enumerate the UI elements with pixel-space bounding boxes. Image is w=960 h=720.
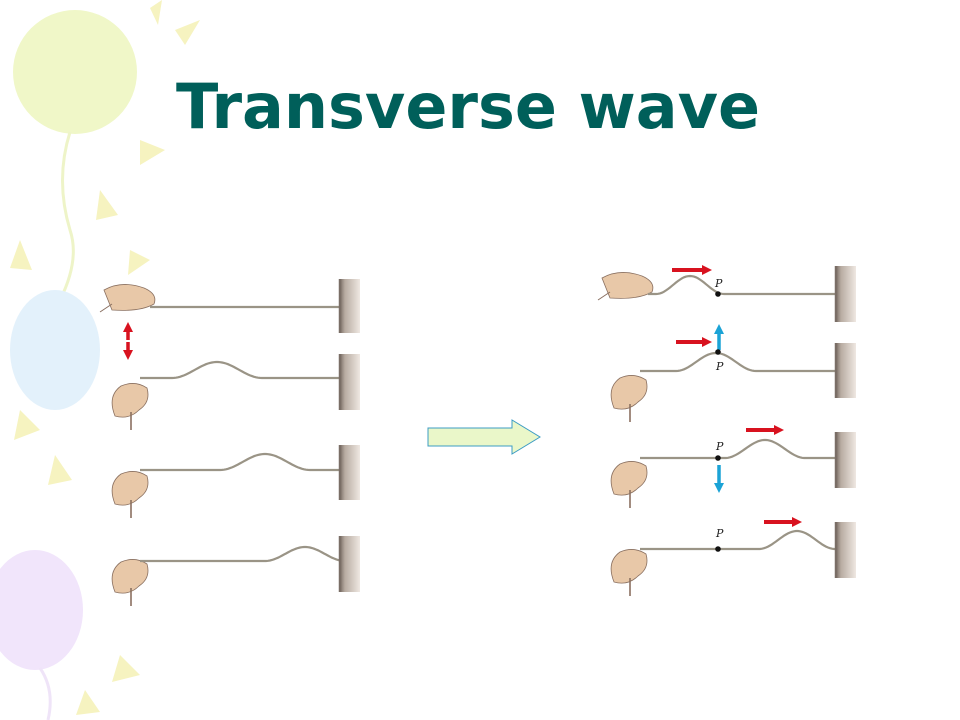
left-panel-wave-sequence xyxy=(99,279,360,606)
hand-icon xyxy=(610,375,648,422)
rope xyxy=(140,360,340,380)
hand-icon xyxy=(111,559,149,606)
slide-title: Transverse wave xyxy=(176,70,761,143)
hand-icon xyxy=(99,284,156,313)
red-motion-arrow-down xyxy=(123,342,133,360)
hand-icon xyxy=(111,471,149,518)
hand-icon xyxy=(597,272,654,301)
point-p-marker xyxy=(715,455,721,461)
red-propagation-arrow xyxy=(764,517,802,527)
process-arrow-icon xyxy=(427,419,541,455)
rope xyxy=(640,529,836,551)
wall-icon xyxy=(834,343,856,398)
wall-icon xyxy=(834,432,856,488)
rope xyxy=(640,351,836,373)
point-p-marker xyxy=(715,349,721,355)
point-p-marker xyxy=(715,546,721,552)
point-p-label: P xyxy=(714,277,723,290)
point-p-label: P xyxy=(715,440,724,453)
point-p-marker xyxy=(715,291,721,297)
red-propagation-arrow xyxy=(676,337,712,347)
rope xyxy=(140,452,340,472)
blue-motion-arrow-down xyxy=(714,465,724,493)
wall-icon xyxy=(834,266,856,322)
wall-icon xyxy=(338,354,360,410)
balloon-green-icon xyxy=(13,10,137,301)
wall-icon xyxy=(338,445,360,500)
hand-icon xyxy=(610,549,648,596)
right-panel-wave-sequence: P P P P xyxy=(597,265,856,596)
hand-icon xyxy=(111,383,149,430)
red-propagation-arrow xyxy=(746,425,784,435)
rope xyxy=(140,545,341,563)
point-p-label: P xyxy=(715,527,724,540)
red-motion-arrow-up xyxy=(123,322,133,340)
red-propagation-arrow xyxy=(672,265,712,275)
balloon-blue-icon xyxy=(10,290,100,410)
rope xyxy=(640,438,836,460)
blue-motion-arrow-up xyxy=(714,324,724,350)
sun-rays-icon xyxy=(10,0,200,715)
wall-icon xyxy=(834,522,856,578)
wall-icon xyxy=(338,536,360,592)
point-p-label: P xyxy=(715,360,724,373)
hand-icon xyxy=(610,461,648,508)
wall-icon xyxy=(338,279,360,333)
balloon-purple-icon xyxy=(0,550,83,720)
rope xyxy=(648,274,836,296)
